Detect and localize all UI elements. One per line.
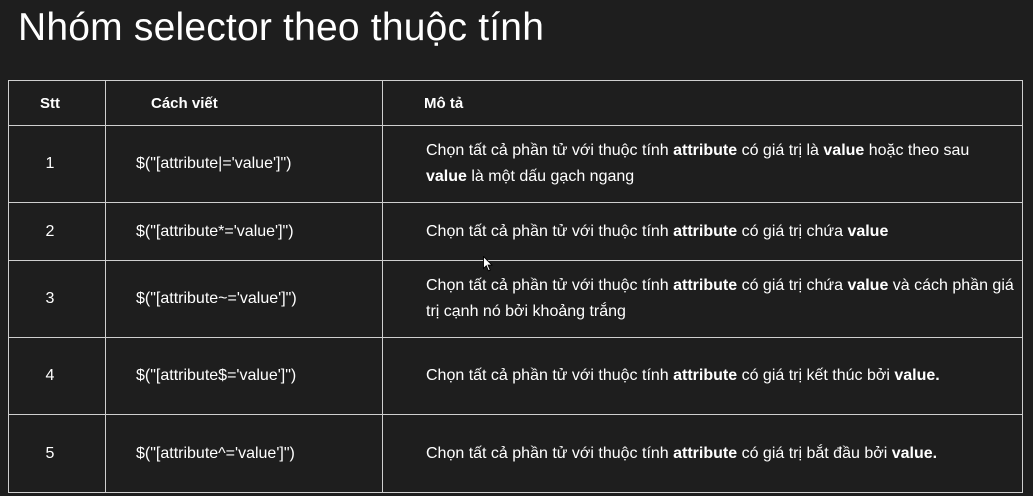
selector-table-container: Stt Cách viết Mô tả 1 $("[attribute|='va… [8, 80, 1023, 493]
description-keyword: attribute [673, 444, 738, 462]
row-description: Chọn tất cả phần tử với thuộc tính attri… [382, 337, 1023, 416]
description-keyword: value. [891, 444, 938, 462]
description-text: hoặc theo sau [864, 142, 970, 160]
description-text: có giá trị chứa [737, 276, 848, 294]
row-description: Chọn tất cả phần tử với thuộc tính attri… [382, 124, 1023, 204]
description-text: Chọn tất cả phần tử với thuộc tính [426, 276, 674, 294]
description-keyword: value [847, 276, 889, 294]
description-text: Chọn tất cả phần tử với thuộc tính [426, 367, 674, 385]
description-text: có giá trị là [737, 142, 824, 160]
description-keyword: attribute [673, 142, 738, 160]
row-syntax: $("[attribute*='value']") [105, 202, 383, 261]
table-row: 3 $("[attribute~='value']") Chọn tất cả … [8, 259, 1023, 339]
row-stt: 5 [8, 414, 106, 493]
description-text: có giá trị chứa [737, 222, 848, 240]
slide-title: Nhóm selector theo thuộc tính [18, 6, 545, 49]
selector-table: Stt Cách viết Mô tả 1 $("[attribute|='va… [8, 80, 1023, 493]
header-description: Mô tả [382, 80, 1023, 126]
mouse-cursor-icon [483, 256, 493, 272]
description-keyword: attribute [673, 367, 738, 385]
row-syntax: $("[attribute|='value']") [105, 124, 383, 204]
description-text: có giá trị kết thúc bởi [737, 367, 895, 385]
description-keyword: value. [894, 367, 940, 385]
table-row: 1 $("[attribute|='value']") Chọn tất cả … [8, 124, 1023, 204]
row-stt: 3 [8, 259, 106, 339]
description-keyword: attribute [673, 276, 738, 294]
description-text: có giá trị bắt đầu bởi [737, 444, 892, 462]
header-stt: Stt [8, 80, 106, 126]
header-syntax: Cách viết [105, 80, 383, 126]
row-description: Chọn tất cả phần tử với thuộc tính attri… [382, 414, 1023, 493]
row-syntax: $("[attribute^='value']") [105, 414, 383, 493]
description-text: Chọn tất cả phần tử với thuộc tính [426, 142, 674, 160]
row-stt: 4 [8, 337, 106, 416]
table-row: 5 $("[attribute^='value']") Chọn tất cả … [8, 414, 1023, 493]
table-row: 4 $("[attribute$='value']") Chọn tất cả … [8, 337, 1023, 416]
description-text: và cách phần giá trị cạnh nó bởi khoảng … [426, 276, 1014, 320]
row-description: Chọn tất cả phần tử với thuộc tính attri… [382, 202, 1023, 261]
description-text: Chọn tất cả phần tử với thuộc tính [426, 444, 674, 462]
description-keyword: value [426, 168, 467, 186]
row-syntax: $("[attribute$='value']") [105, 337, 383, 416]
description-keyword: value [847, 222, 889, 240]
description-keyword: value [823, 142, 865, 160]
row-description: Chọn tất cả phần tử với thuộc tính attri… [382, 259, 1023, 339]
table-header-row: Stt Cách viết Mô tả [8, 80, 1023, 126]
row-stt: 2 [8, 202, 106, 261]
description-keyword: attribute [673, 222, 738, 240]
row-stt: 1 [8, 124, 106, 204]
description-text: Chọn tất cả phần tử với thuộc tính [426, 222, 674, 240]
table-row: 2 $("[attribute*='value']") Chọn tất cả … [8, 202, 1023, 261]
row-syntax: $("[attribute~='value']") [105, 259, 383, 339]
description-text: là một dấu gạch ngang [466, 168, 635, 186]
